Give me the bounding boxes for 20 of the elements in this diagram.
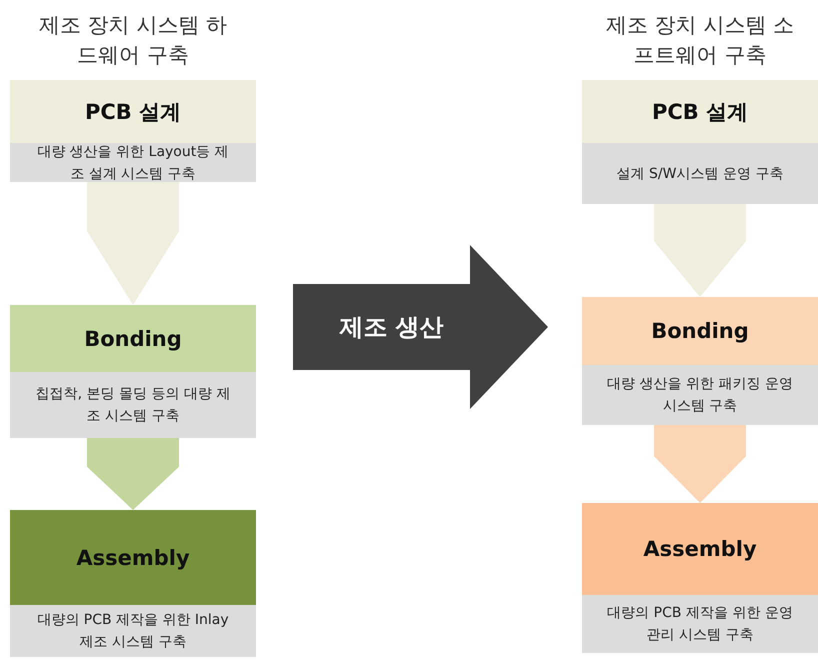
column-title: 제조 장치 시스템 하드웨어 구축 bbox=[38, 12, 228, 69]
edge-label: 제조 생산 bbox=[338, 312, 445, 343]
block-arrow bbox=[654, 425, 746, 503]
block-arrow bbox=[654, 204, 746, 297]
block-arrow bbox=[87, 182, 179, 305]
stage-heading: Bonding bbox=[10, 305, 256, 372]
stage-description: 대량의 PCB 제작을 위한 Inlay 제조 시스템 구축 bbox=[10, 605, 256, 657]
stage-heading: Assembly bbox=[582, 503, 818, 595]
stage-description: 칩접착, 본딩 몰딩 등의 대량 제조 시스템 구축 bbox=[10, 372, 256, 438]
column-title: 제조 장치 시스템 소프트웨어 구축 bbox=[604, 12, 796, 69]
stage-heading: Assembly bbox=[10, 510, 256, 605]
stage-description: 대량의 PCB 제작을 위한 운영 관리 시스템 구축 bbox=[582, 595, 818, 653]
stage-heading: PCB 설계 bbox=[10, 80, 256, 143]
stage-heading: Bonding bbox=[582, 297, 818, 365]
stage-description: 대량 생산을 위한 패키징 운영 시스템 구축 bbox=[582, 365, 818, 425]
stage-heading: PCB 설계 bbox=[582, 80, 818, 143]
stage-description: 설계 S/W시스템 운영 구축 bbox=[582, 143, 818, 204]
block-arrow bbox=[293, 245, 548, 409]
block-arrow bbox=[87, 438, 179, 510]
stage-description: 대량 생산을 위한 Layout등 제조 설계 시스템 구축 bbox=[10, 143, 256, 182]
